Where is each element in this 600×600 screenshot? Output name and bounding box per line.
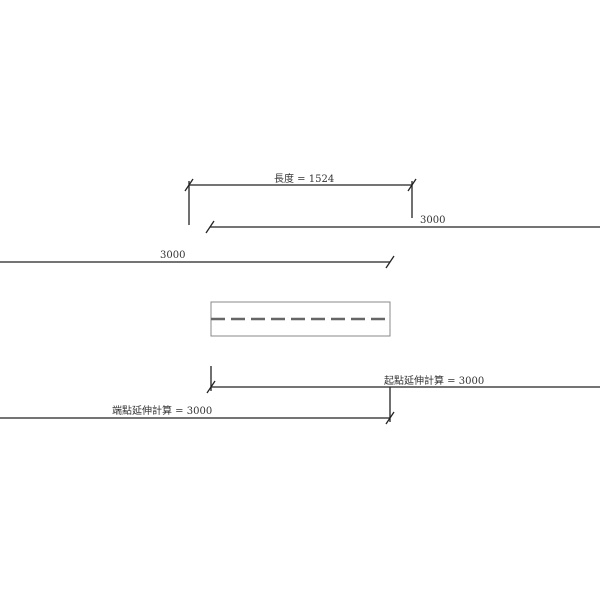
tick-mark	[205, 220, 215, 234]
upper-right-label: 3000	[420, 215, 445, 226]
tick-mark	[385, 255, 395, 269]
upper-left-label: 3000	[160, 250, 185, 261]
start-extension-label: 起點延伸計算 = 3000	[384, 374, 484, 387]
tick-mark	[385, 411, 395, 425]
tick-mark	[184, 178, 194, 192]
end-extension-label: 端點延伸計算 = 3000	[112, 404, 212, 417]
length-label: 長度 = 1524	[274, 172, 334, 185]
tick-mark	[206, 380, 216, 394]
tick-mark	[407, 178, 417, 192]
